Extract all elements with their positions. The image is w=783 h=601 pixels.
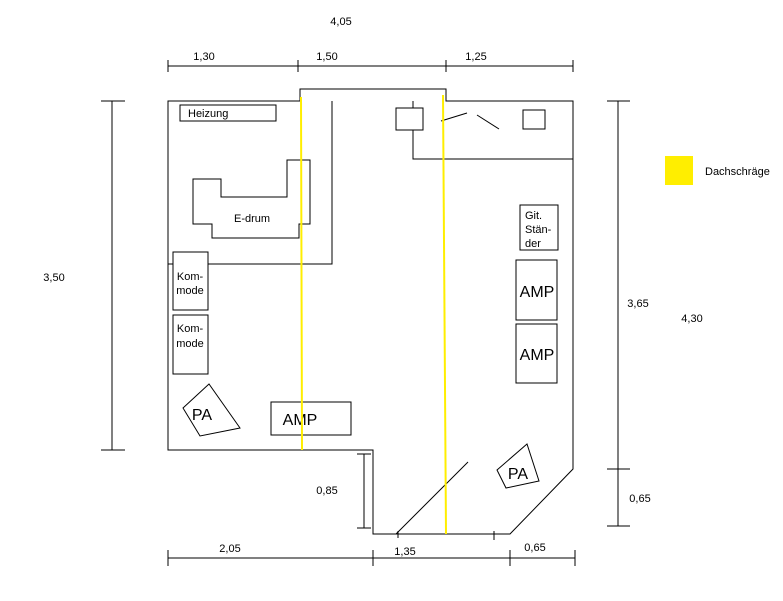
dim-left-height: 3,50 xyxy=(43,272,64,284)
roof-slope-lines xyxy=(300,94,447,535)
heizung-label: Heizung xyxy=(188,108,228,120)
door-line-2 xyxy=(476,114,500,130)
dim-top-left: 1,30 xyxy=(193,51,214,63)
pa-left-label: PA xyxy=(192,407,212,424)
guitar-stand-line3: der xyxy=(525,238,541,250)
amp-bottom xyxy=(270,401,352,436)
dim-bottom-left: 2,05 xyxy=(219,543,240,555)
legend: Dachschräge xyxy=(665,156,770,185)
kommode-2-line2: mode xyxy=(176,338,204,350)
dim-right-upper: 3,65 xyxy=(627,298,648,310)
dim-notch-height: 0,85 xyxy=(316,485,337,497)
amp-right-bottom xyxy=(515,323,558,384)
dimension-lines xyxy=(101,60,630,566)
heizung-box xyxy=(179,104,277,122)
pa-right-label: PA xyxy=(508,466,528,483)
pa-left xyxy=(182,383,241,437)
dim-bottom-mid: 1,35 xyxy=(394,546,415,558)
top-right-structure xyxy=(395,101,573,160)
kommode-1-line2: mode xyxy=(176,285,204,297)
dim-right-lower: 0,65 xyxy=(629,493,650,505)
small-box-right xyxy=(522,109,546,130)
kommode-1-line1: Kom- xyxy=(177,271,204,283)
kommode-2 xyxy=(172,314,209,375)
dim-top-total: 4,05 xyxy=(330,16,351,28)
guitar-stand xyxy=(519,204,559,251)
edrum-label: E-drum xyxy=(234,213,270,225)
amp-right-top xyxy=(515,259,558,321)
door-line-1 xyxy=(440,112,468,122)
room-outline xyxy=(167,88,574,535)
amp-bottom-label: AMP xyxy=(283,412,318,429)
dim-top-right: 1,25 xyxy=(465,51,486,63)
door-swing-bottom xyxy=(395,461,495,540)
amp-right-bottom-label: AMP xyxy=(520,347,555,364)
guitar-stand-line2: Stän- xyxy=(525,224,552,236)
dim-right-total: 4,30 xyxy=(681,313,702,325)
legend-label: Dachschräge xyxy=(705,166,770,178)
legend-swatch xyxy=(665,156,693,185)
dim-bottom-right: 0,65 xyxy=(524,542,545,554)
dim-top-mid: 1,50 xyxy=(316,51,337,63)
amp-right-top-label: AMP xyxy=(520,284,555,301)
kommode-2-line1: Kom- xyxy=(177,323,204,335)
edrum-outline xyxy=(192,159,311,239)
guitar-stand-line1: Git. xyxy=(525,210,542,222)
pa-right xyxy=(496,443,540,489)
kommode-1 xyxy=(172,251,209,311)
edrum-area xyxy=(168,101,333,265)
small-box-left xyxy=(395,107,424,131)
